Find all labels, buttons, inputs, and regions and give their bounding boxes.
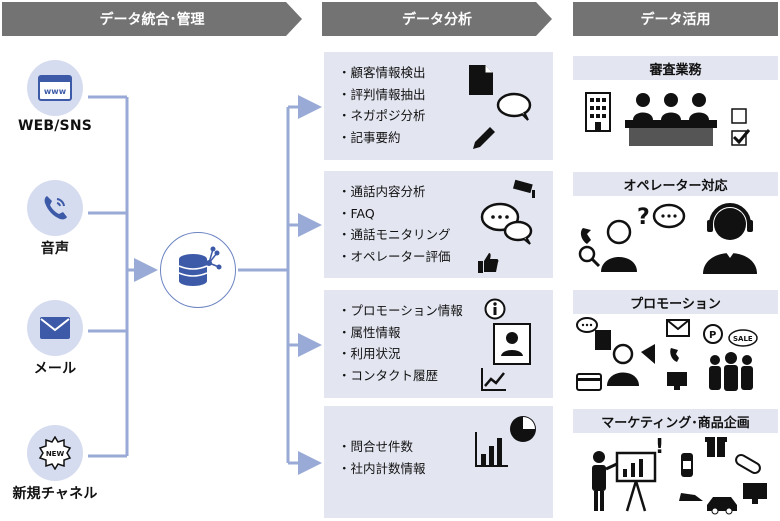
- use-panel-promotion: P SALE: [573, 314, 778, 400]
- database-network-icon: [178, 246, 222, 286]
- svg-text:!: !: [655, 435, 664, 458]
- envelope-icon: [27, 300, 83, 356]
- headset-operator-icon: [703, 203, 757, 274]
- analysis-box-3: プロモーション情報 属性情報 利用状況 コンタクト履歴: [324, 290, 553, 398]
- source-voice: 音声: [0, 180, 140, 258]
- phone-icon: [27, 180, 83, 236]
- list-item: 評判情報抽出: [338, 84, 553, 106]
- use-title-promotion: プロモーション: [573, 290, 778, 314]
- pie-chart-icon: [510, 416, 536, 442]
- profile-card-icon: [493, 323, 531, 365]
- building-icon: [585, 92, 611, 132]
- list-item: 通話モニタリング: [338, 224, 553, 246]
- source-label: メール: [33, 361, 77, 377]
- svg-text:NEW: NEW: [46, 450, 65, 458]
- list-item: プロモーション情報: [338, 300, 553, 322]
- use-title-screening: 審査業務: [573, 56, 778, 80]
- checkbox-icon: [731, 108, 751, 146]
- camera-icon: [513, 179, 535, 198]
- use-panel-operator: ?: [573, 196, 778, 280]
- source-label: 音声: [40, 241, 70, 257]
- new-badge-icon: NEW: [27, 425, 83, 481]
- pencil-icon: [473, 127, 495, 149]
- speech-bubble-icon: [496, 92, 532, 121]
- use-title-operator: オペレーター対応: [573, 172, 778, 196]
- list-item: 社内計数情報: [338, 458, 553, 480]
- svg-text:SALE: SALE: [733, 335, 753, 343]
- products-icon: [679, 437, 767, 515]
- bar-chart-icon: [475, 432, 508, 467]
- source-web-sns: www WEB/SNS: [0, 60, 140, 134]
- source-label: WEB/SNS: [17, 118, 93, 134]
- analysis-box-2: 通話内容分析 FAQ 通話モニタリング オペレーター評価: [324, 171, 553, 278]
- header-data-integration: データ統合･管理: [2, 2, 302, 36]
- list-item: コンタクト履歴: [338, 365, 553, 387]
- trend-chart-icon: [481, 368, 506, 391]
- svg-text:?: ?: [637, 205, 650, 230]
- header-data-analysis: データ分析: [322, 2, 552, 36]
- panel-people-icon: [625, 93, 717, 146]
- database-hub: [160, 232, 236, 308]
- analysis-box-1: 顧客情報検出 評判情報抽出 ネガポジ分析 記事要約: [324, 52, 553, 160]
- list-item: 問合せ件数: [338, 436, 553, 458]
- promotion-collage-icon: P SALE: [576, 317, 758, 391]
- chat-bubbles-icon: [480, 202, 533, 245]
- browser-www-icon: www: [27, 60, 83, 116]
- svg-text:www: www: [44, 87, 67, 96]
- list-item: ネガポジ分析: [338, 105, 553, 127]
- list-item: FAQ: [338, 203, 553, 225]
- use-title-marketing: マーケティング･商品企画: [573, 409, 778, 433]
- list-item: 顧客情報検出: [338, 62, 553, 84]
- list-item: 記事要約: [338, 127, 553, 149]
- svg-text:P: P: [709, 330, 716, 341]
- source-new-channel: NEW 新規チャネル: [0, 425, 140, 503]
- use-panel-screening: [573, 80, 778, 160]
- source-mail: メール: [0, 300, 140, 378]
- list-item: 属性情報: [338, 322, 553, 344]
- presenter-icon: !: [592, 435, 664, 512]
- use-panel-marketing: !: [573, 433, 778, 519]
- document-icon: [469, 65, 493, 95]
- list-item: オペレーター評価: [338, 246, 553, 268]
- thumbs-up-icon: [478, 253, 499, 273]
- header-data-utilization: データ活用: [573, 2, 778, 36]
- analysis-box-4: 問合せ件数 社内計数情報: [324, 406, 553, 518]
- question-person-icon: ?: [578, 203, 686, 272]
- list-item: 通話内容分析: [338, 181, 553, 203]
- info-icon: [484, 298, 506, 320]
- list-item: 利用状況: [338, 343, 553, 365]
- source-label: 新規チャネル: [12, 486, 98, 502]
